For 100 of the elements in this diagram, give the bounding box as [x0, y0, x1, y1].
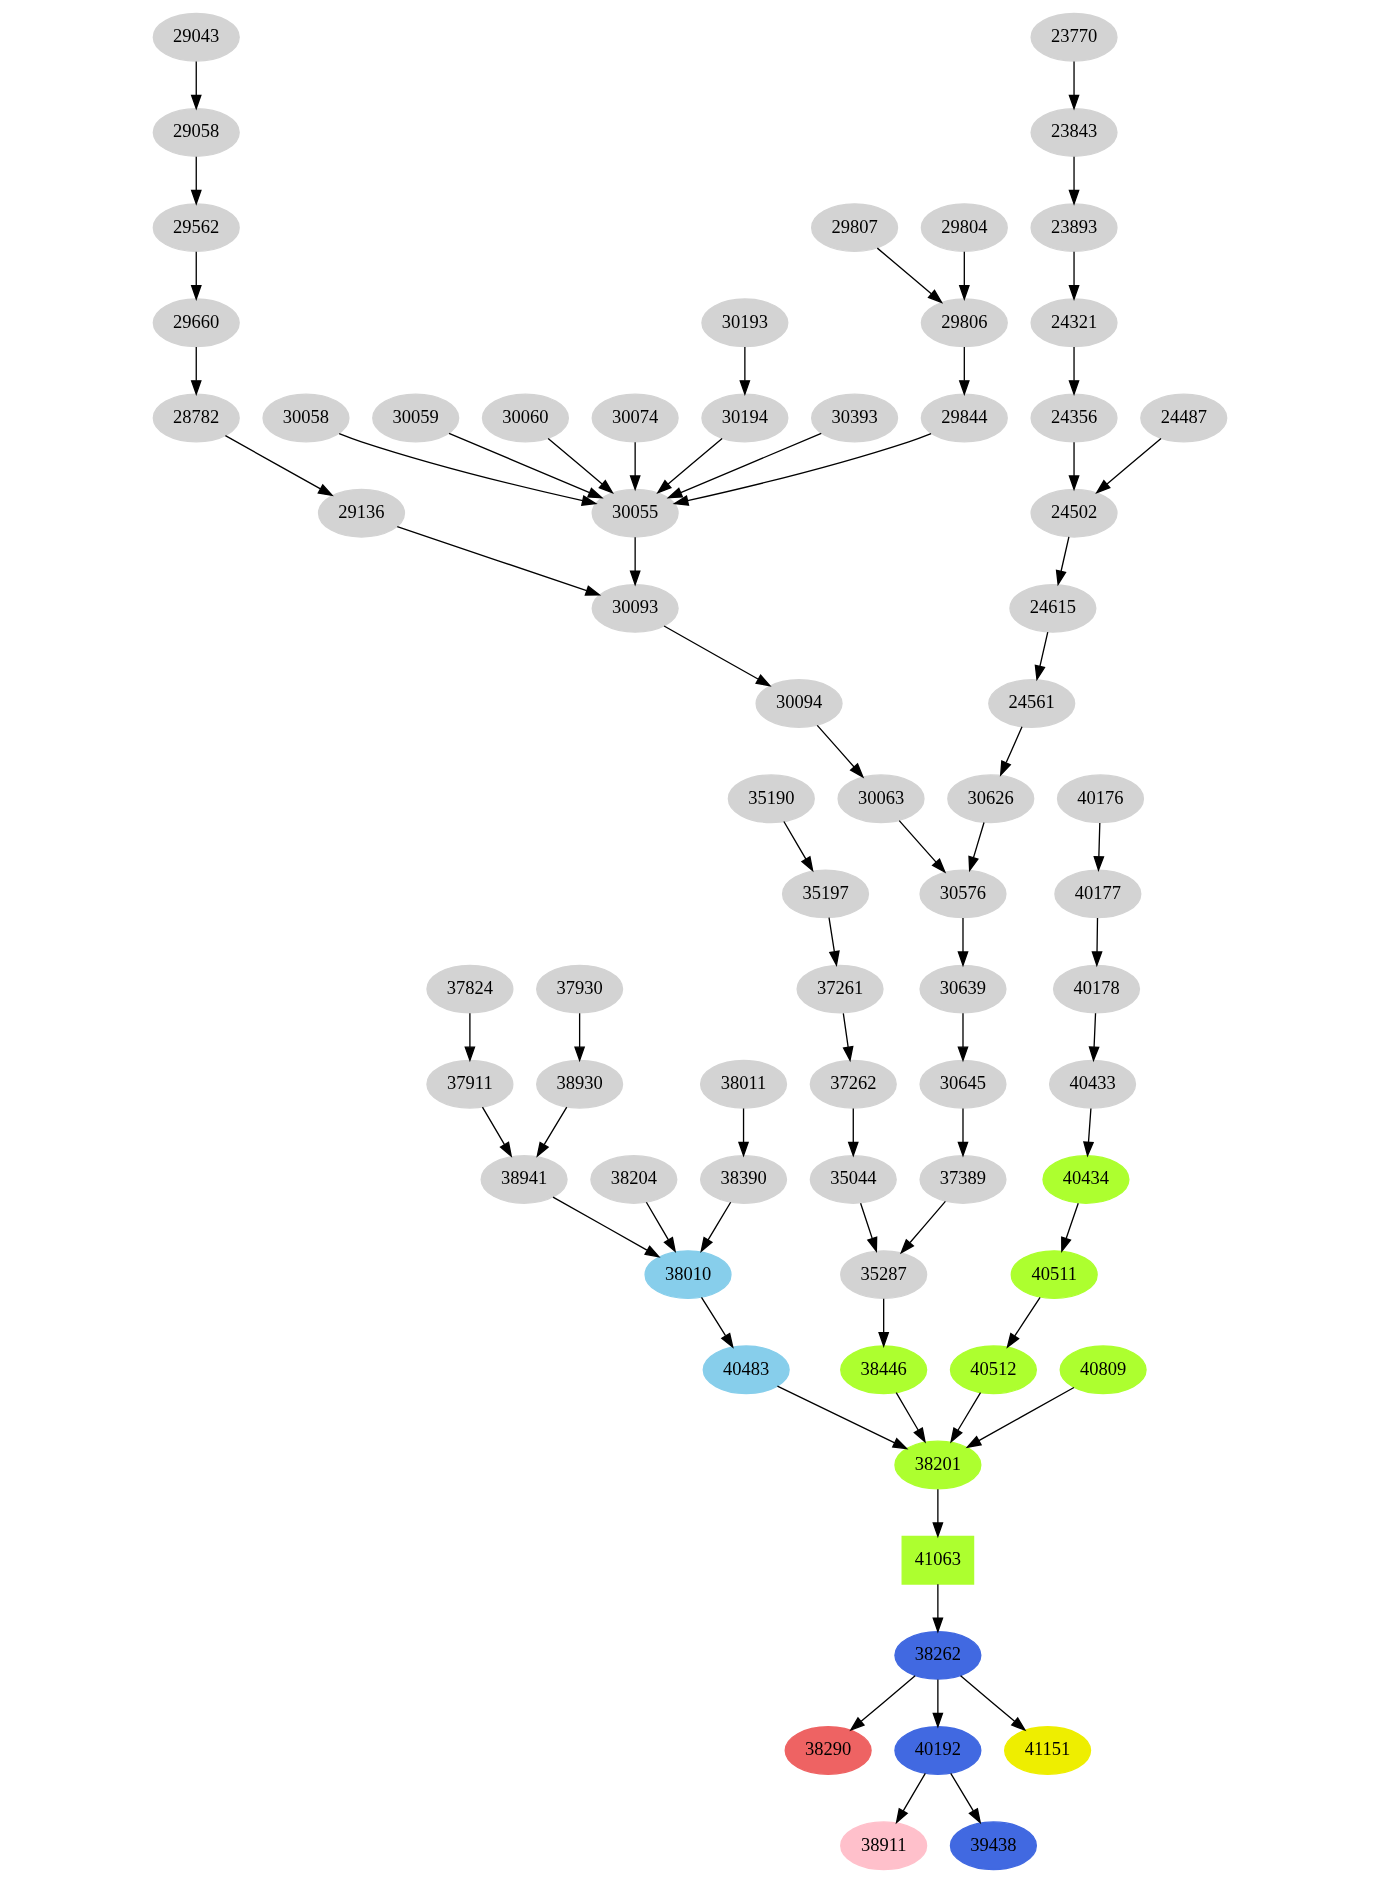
arrow: [958, 346, 970, 397]
arrow: [535, 1106, 567, 1158]
arrow: [699, 1201, 731, 1254]
node-ellipse: 23893: [1029, 203, 1118, 253]
arrow: [224, 435, 334, 497]
node-ellipse: 40809: [1059, 1345, 1147, 1395]
arrow: [956, 1012, 969, 1063]
arrow: [481, 1106, 512, 1158]
arrow: [666, 432, 822, 499]
arrow: [463, 1012, 475, 1063]
arrow: [999, 726, 1023, 777]
node-ellipse: 38911: [839, 1821, 927, 1871]
node-ellipse: 39438: [949, 1821, 1037, 1871]
node-ellipse: 37261: [795, 964, 884, 1014]
arrow: [1067, 346, 1080, 397]
node-ellipse: 29807: [810, 203, 898, 253]
node-ellipse: 35197: [781, 869, 869, 919]
arrow: [848, 1675, 916, 1732]
node-ellipse: 30058: [261, 393, 350, 443]
arrow: [547, 437, 614, 494]
node-ellipse: 29844: [920, 393, 1008, 443]
arrow: [859, 1202, 877, 1253]
arrow: [573, 1012, 585, 1063]
node-ellipse: 30193: [700, 298, 788, 348]
arrow: [1005, 1296, 1041, 1349]
arrow: [551, 1196, 661, 1258]
arrow: [931, 1678, 943, 1729]
node-ellipse: 41151: [1003, 1726, 1091, 1775]
arrow: [958, 251, 970, 301]
arrow: [842, 1012, 854, 1063]
arrow: [655, 437, 723, 494]
arrow: [847, 1107, 859, 1158]
arrow: [1082, 1107, 1094, 1158]
node-ellipse: 29136: [317, 488, 405, 538]
arrow: [949, 1391, 981, 1444]
node-ellipse: 30626: [946, 774, 1034, 824]
node-ellipse: 37824: [425, 964, 513, 1014]
arrow: [899, 1200, 946, 1255]
arrow: [895, 1772, 926, 1825]
arrow: [338, 432, 598, 506]
node-ellipse: 23843: [1029, 108, 1118, 157]
node-ellipse: 35287: [839, 1250, 927, 1300]
node-ellipse: 40178: [1052, 964, 1140, 1014]
arrow: [959, 1675, 1026, 1732]
node-ellipse: 38011: [699, 1059, 787, 1109]
arrow: [1090, 917, 1103, 968]
node-ellipse: 38941: [480, 1155, 568, 1204]
node-ellipse: 37911: [425, 1059, 513, 1109]
node-ellipse: 30074: [591, 393, 679, 443]
arrow: [645, 1201, 676, 1254]
node-ellipse: 37262: [809, 1059, 897, 1109]
node-ellipse: 38204: [589, 1155, 677, 1204]
arrow: [816, 724, 864, 779]
arrow: [949, 1772, 981, 1825]
node-ellipse: 35044: [809, 1155, 897, 1204]
arrow: [190, 251, 202, 301]
arrow: [1067, 156, 1080, 206]
node-ellipse: 29043: [152, 12, 240, 62]
arrow: [1067, 251, 1080, 301]
node-ellipse: 24356: [1029, 393, 1118, 443]
node-ellipse: 30639: [918, 964, 1007, 1014]
arrow: [190, 156, 202, 206]
node-ellipse: 30093: [591, 583, 679, 633]
arrow: [956, 1107, 969, 1158]
arrow: [1034, 631, 1048, 682]
node-ellipse: 24561: [987, 679, 1075, 728]
arrow: [827, 917, 840, 967]
node-ellipse: 38201: [893, 1440, 981, 1490]
node-ellipse: 30094: [754, 679, 843, 728]
arrow: [672, 432, 932, 506]
node-ellipse: 40434: [1041, 1155, 1130, 1204]
node-ellipse: 37389: [918, 1155, 1007, 1204]
node-ellipse: 40433: [1048, 1059, 1136, 1109]
node-ellipse: 24321: [1029, 298, 1118, 348]
arrow: [190, 60, 202, 111]
arrow: [1092, 822, 1104, 872]
arrow: [700, 1296, 734, 1349]
node-ellipse: 23770: [1029, 12, 1118, 62]
node-ellipse: 30060: [481, 393, 569, 443]
node-ellipse: 24502: [1029, 488, 1118, 538]
arrow: [737, 1107, 749, 1158]
node-ellipse: 38930: [535, 1059, 623, 1109]
node-ellipse: 30645: [918, 1059, 1007, 1109]
arrow: [662, 625, 772, 687]
arrow: [931, 1488, 943, 1539]
node-ellipse: 24487: [1139, 393, 1227, 443]
node-ellipse: 40483: [702, 1345, 790, 1395]
node-ellipse: 24615: [1008, 583, 1096, 633]
arrow: [1055, 536, 1070, 587]
arrow: [1067, 441, 1080, 492]
arrow: [931, 1583, 943, 1634]
node-ellipse: 38262: [893, 1630, 981, 1680]
arrow: [965, 1386, 1075, 1449]
node-ellipse: 30059: [371, 393, 459, 443]
node-ellipse: 38446: [839, 1345, 927, 1395]
node-ellipse: 38390: [699, 1155, 787, 1204]
arrow: [967, 821, 985, 873]
node-ellipse: 37930: [535, 964, 623, 1014]
node-ellipse: 30063: [836, 774, 925, 824]
arrow: [877, 1298, 889, 1348]
